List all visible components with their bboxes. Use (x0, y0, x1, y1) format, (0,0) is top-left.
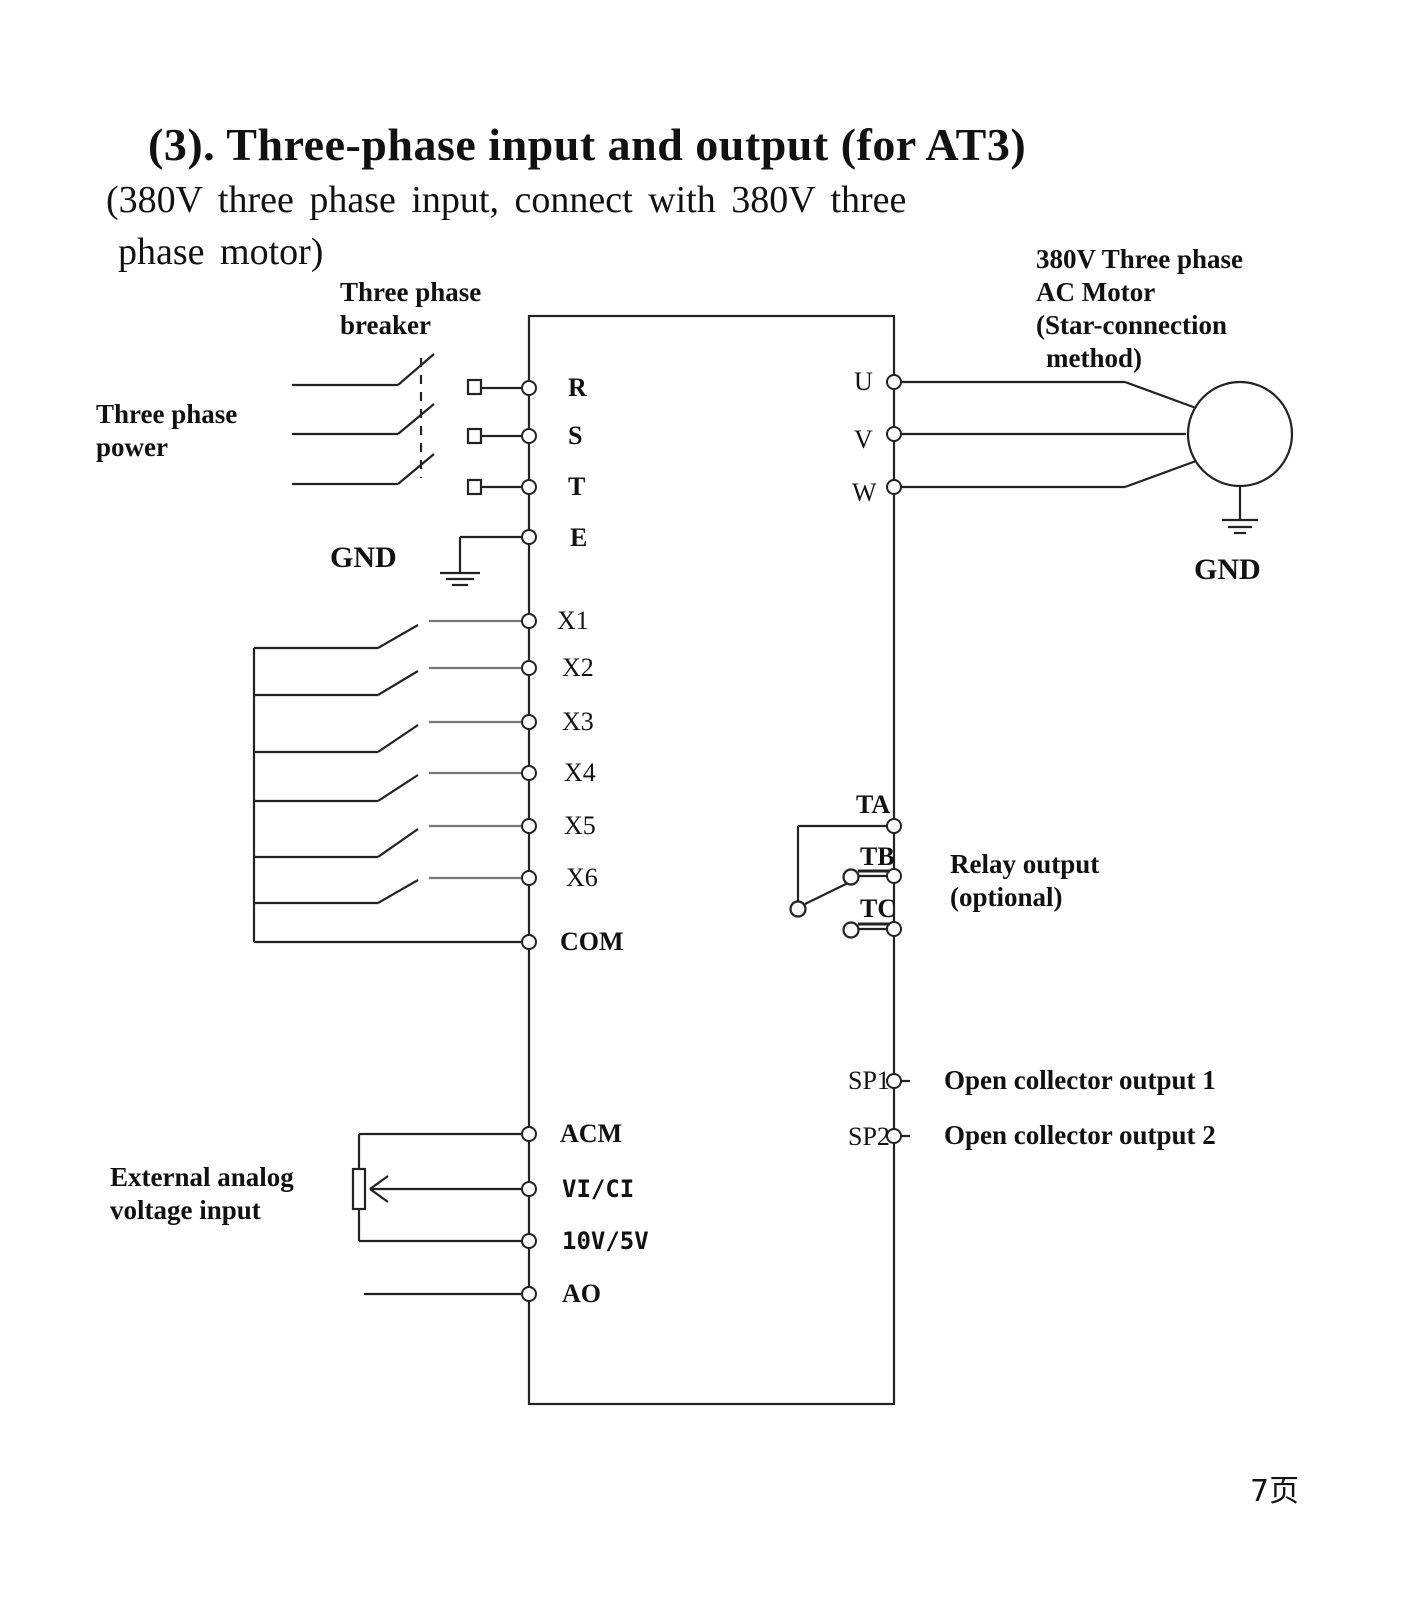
terminal-label-acm: ACM (560, 1119, 623, 1148)
terminal-label-r: R (568, 373, 587, 402)
analog-label-line-2: voltage input (110, 1195, 261, 1225)
terminal-e (521, 529, 537, 545)
terminal-com (521, 934, 537, 950)
diagram-subtitle: (380V three phase input, connect with 38… (106, 174, 1106, 278)
terminal-acm (521, 1126, 537, 1142)
terminal-label-s: S (568, 421, 583, 450)
terminal-label-com: COM (560, 927, 624, 956)
diagram-title: (3). Three-phase input and output (for A… (148, 119, 1027, 170)
terminal-t (521, 479, 537, 495)
motor-wire-w (894, 459, 1197, 489)
terminal-sp2 (886, 1128, 902, 1144)
switch-x2 (254, 666, 529, 697)
terminal-x4 (521, 765, 537, 781)
terminal-10v (521, 1233, 537, 1249)
motor-wire-u (894, 380, 1197, 410)
terminal-label-ao: AO (562, 1279, 601, 1308)
terminal-s (521, 428, 537, 444)
terminal-label-v: V (854, 425, 873, 454)
motor-label-line-2: AC Motor (1036, 277, 1156, 307)
inverter-body (527, 314, 896, 1406)
terminal-x1 (521, 613, 537, 629)
motor-label: 380V Three phase AC Motor (Star-connecti… (1036, 243, 1243, 375)
terminal-sp1 (886, 1073, 902, 1089)
terminal-label-sp2: SP2 (848, 1122, 890, 1151)
terminal-ao (521, 1286, 537, 1302)
switch-x3 (254, 720, 529, 754)
motor-label-line-3: (Star-connection (1036, 310, 1227, 340)
power-line-t (292, 453, 529, 489)
terminal-label-x1: X1 (557, 606, 589, 635)
page-number: 7页 (1250, 1474, 1300, 1509)
terminal-label-ta: TA (856, 790, 891, 819)
motor-label-line-4: method) (1046, 343, 1142, 373)
relay-label: Relay output (optional) (950, 848, 1099, 914)
terminal-x3 (521, 714, 537, 730)
motor-ground-symbol (1222, 486, 1258, 535)
breaker-label: Three phase breaker (340, 276, 481, 342)
terminal-label-vici: VI/CI (562, 1175, 635, 1203)
terminal-x5 (521, 818, 537, 834)
left-ground-symbol (440, 535, 529, 587)
power-label-line-2: power (96, 432, 168, 462)
terminal-label-10v: 10V/5V (562, 1227, 649, 1255)
potentiometer-symbol (351, 1132, 529, 1243)
terminal-label-sp1: SP1 (848, 1066, 890, 1095)
terminal-tc (886, 921, 902, 937)
breaker-square-r (466, 378, 483, 396)
breaker-square-s (466, 427, 483, 445)
relay-label-line-2: (optional) (950, 882, 1063, 912)
terminal-label-tb: TB (860, 842, 895, 871)
terminal-w (886, 479, 902, 495)
sp2-description: Open collector output 2 (944, 1120, 1216, 1150)
terminal-tb (886, 868, 902, 884)
right-gnd-label: GND (1194, 553, 1261, 586)
terminal-label-x6: X6 (566, 863, 598, 892)
relay-tb-contact (842, 868, 860, 886)
breaker-square-t (466, 478, 483, 496)
terminal-label-x2: X2 (562, 653, 594, 682)
terminal-x2 (521, 660, 537, 676)
power-label-line-1: Three phase (96, 399, 238, 429)
analog-label-line-1: External analog (110, 1162, 294, 1192)
terminal-label-x4: X4 (564, 758, 596, 787)
terminal-label-t: T (568, 472, 586, 501)
switch-x1 (254, 619, 529, 650)
switch-x4 (254, 771, 529, 803)
analog-input-label: External analog voltage input (110, 1161, 294, 1227)
relay-tc-contact (842, 921, 860, 939)
terminal-label-tc: TC (860, 894, 897, 923)
power-line-r (292, 353, 529, 390)
terminal-label-x5: X5 (564, 811, 596, 840)
terminal-label-x3: X3 (562, 707, 594, 736)
terminal-label-w: W (852, 478, 877, 507)
terminal-label-u: U (854, 367, 873, 396)
motor-symbol (1186, 380, 1294, 488)
switch-x6 (254, 876, 529, 905)
breaker-label-line-1: Three phase (340, 277, 482, 307)
relay-label-line-1: Relay output (950, 849, 1100, 879)
terminal-x6 (521, 870, 537, 886)
subtitle-line-2: phase motor) (118, 231, 324, 273)
terminal-vici (521, 1181, 537, 1197)
relay-pivot (789, 900, 807, 918)
left-gnd-label: GND (330, 541, 397, 574)
terminal-r (521, 380, 537, 396)
motor-label-line-1: 380V Three phase (1036, 244, 1244, 274)
power-label: Three phase power (96, 398, 237, 464)
terminal-label-e: E (570, 523, 588, 552)
power-line-s (292, 403, 529, 438)
terminal-u (886, 374, 902, 390)
switch-x5 (254, 824, 529, 859)
sp1-description: Open collector output 1 (944, 1065, 1216, 1095)
terminal-v (886, 426, 902, 442)
terminal-ta (886, 818, 902, 834)
breaker-label-line-2: breaker (340, 310, 431, 340)
subtitle-line-1: (380V three phase input, connect with 38… (106, 179, 907, 221)
